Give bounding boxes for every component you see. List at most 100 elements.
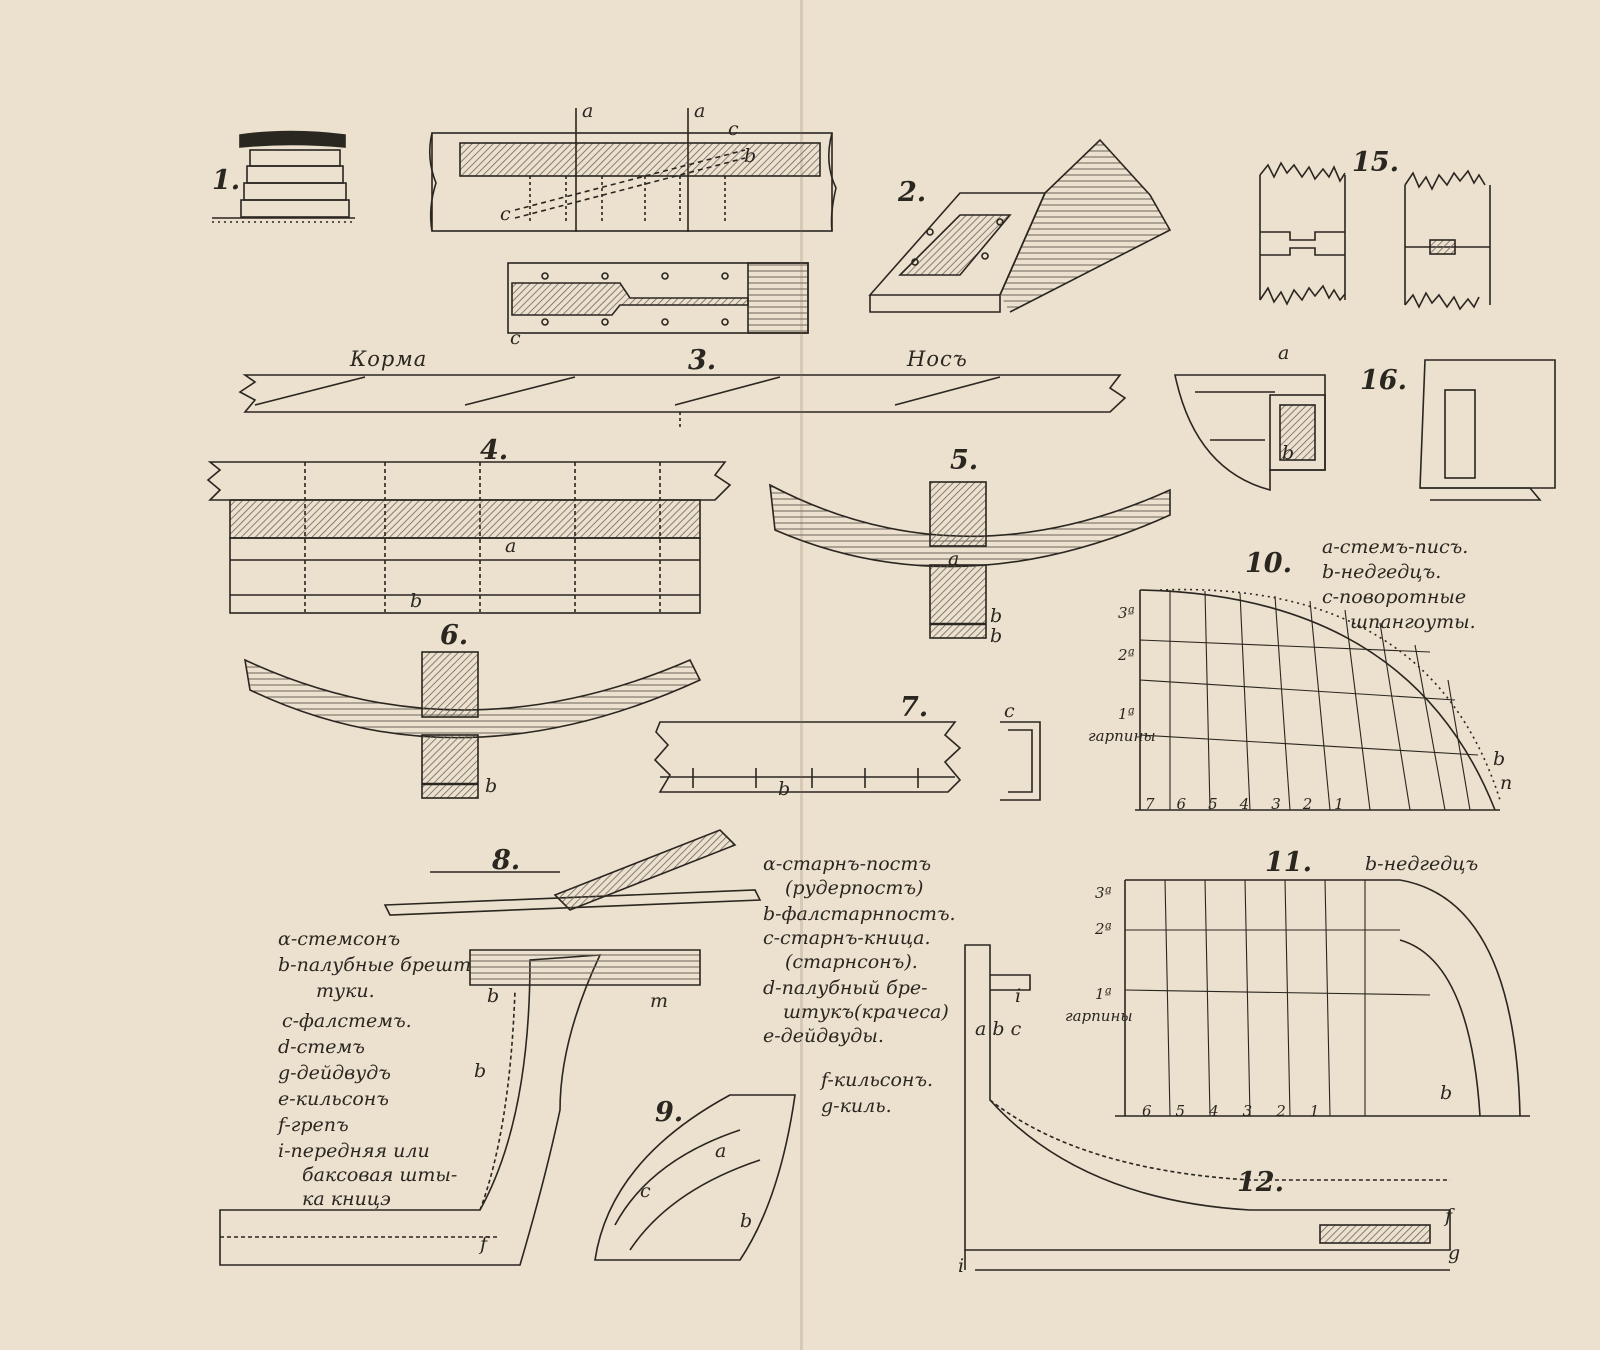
legend-line: с-старнъ-кница. xyxy=(763,927,931,949)
frame-number: 1 xyxy=(1309,1102,1320,1120)
fig11-level-3: 3ª xyxy=(1095,884,1112,902)
label-c: c xyxy=(728,118,739,140)
label-b: b xyxy=(778,778,791,800)
fig5-floor-section xyxy=(769,481,1171,639)
fig7-plank-staples xyxy=(653,721,1041,801)
label-a: a xyxy=(582,100,594,122)
legend-line: с-поворотные xyxy=(1322,586,1467,608)
label-a: a xyxy=(505,535,517,557)
fig11-legend: b-недгедцъ xyxy=(1365,853,1479,875)
fig11-level-garpiny: гарпины xyxy=(1065,1007,1133,1025)
label-b: b xyxy=(744,145,757,167)
page-fold xyxy=(800,0,803,1350)
label-i: i xyxy=(958,1255,965,1277)
label-f: f xyxy=(480,1233,488,1255)
legend-line: i-передняя или xyxy=(278,1140,430,1162)
fig4-keelson-assembly xyxy=(206,461,732,614)
label-b: b xyxy=(1493,748,1506,770)
fig10-level-2: 2ª xyxy=(1118,646,1135,664)
fig4-number: 4. xyxy=(480,435,509,466)
fig10-level-1: 1ª xyxy=(1118,705,1135,723)
fig10-legend: а-стемъ-писъ. b-недгедцъ. с-поворотные ш… xyxy=(1322,538,1476,632)
fig10-frame-fan xyxy=(1135,588,1501,811)
legend-line: α-стемсонъ xyxy=(278,928,401,950)
label-b: b xyxy=(487,985,500,1007)
legend-line: с-фалстемъ. xyxy=(282,1010,412,1032)
legend-line: шпангоуты. xyxy=(1350,611,1476,633)
label-c: c xyxy=(640,1180,651,1202)
legend-line: g-киль. xyxy=(821,1095,892,1117)
frame-number: 1 xyxy=(1334,795,1344,813)
frame-number: 2 xyxy=(1276,1102,1286,1120)
legend-line: е-дейдвуды. xyxy=(763,1025,884,1047)
legend-line: b-фалстарнпостъ. xyxy=(763,903,956,925)
fig9-number: 9. xyxy=(655,1097,684,1128)
legend-line: g-дейдвудъ xyxy=(278,1062,391,1084)
label-g: g xyxy=(1448,1242,1461,1264)
fig15-joint-details xyxy=(1259,161,1491,311)
frame-number: 4 xyxy=(1209,1102,1219,1120)
fig6-number: 6. xyxy=(440,620,469,651)
fig1-block xyxy=(212,130,355,223)
fig3-number: 3. xyxy=(688,345,717,376)
legend-line: штукъ(крачеса) xyxy=(783,1001,949,1023)
label-b: b xyxy=(1282,442,1295,464)
legend-line: f-кильсонъ. xyxy=(821,1069,934,1091)
legend-line: туки. xyxy=(316,980,375,1002)
fig10-level-3: 3ª xyxy=(1118,604,1135,622)
fig7-number: 7. xyxy=(900,692,929,723)
fig11-number: 11. xyxy=(1265,847,1312,878)
fig11-level-2: 2ª xyxy=(1095,920,1112,938)
fig8-legend-right: α-старнъ-постъ (рудерпостъ) b-фалстарнпо… xyxy=(763,855,956,1121)
legend-line: баксовая шты- xyxy=(302,1164,458,1186)
frame-number: 3 xyxy=(1271,795,1281,813)
legend-line: (старнсонъ). xyxy=(785,951,918,973)
fig16-stern-section xyxy=(1174,359,1556,501)
label-b: b xyxy=(485,775,498,797)
fig10-level-garpiny: гарпины xyxy=(1088,727,1156,745)
frame-number: 6 xyxy=(1142,1102,1152,1120)
legend-line: (рудерпостъ) xyxy=(785,877,924,899)
label-b: b xyxy=(410,590,423,612)
label-b: b xyxy=(990,605,1003,627)
label-b: b xyxy=(990,625,1003,647)
label-a: a xyxy=(1278,342,1290,364)
label-n: n xyxy=(1500,772,1513,794)
legend-line: f-грепъ xyxy=(278,1114,349,1136)
fig11-frame-plan xyxy=(1115,879,1530,1117)
legend-line: е-кильсонъ xyxy=(278,1088,389,1110)
frame-number: 5 xyxy=(1208,795,1218,813)
label-b: b xyxy=(1440,1082,1453,1104)
fig2-number: 2. xyxy=(898,177,927,208)
fig3-keel-pieces xyxy=(238,374,1127,430)
label-a: a xyxy=(715,1140,727,1162)
frame-number: 5 xyxy=(1175,1102,1186,1120)
fig8-stem-assembly xyxy=(219,829,762,1266)
legend-line: d-палубный бре- xyxy=(763,977,928,999)
fig9-stern-piece xyxy=(594,1094,796,1261)
frame-number: 2 xyxy=(1302,795,1313,813)
fig10-number: 10. xyxy=(1245,548,1292,579)
label-c: c xyxy=(1004,700,1015,722)
legend-line: ка кницэ xyxy=(302,1188,391,1210)
fig12-stern-assembly xyxy=(964,944,1451,1271)
fig10-frame-numbers: 7 6 5 4 3 2 1 xyxy=(1145,795,1344,813)
label-b: b xyxy=(474,1060,487,1082)
frame-number: 7 xyxy=(1145,795,1155,813)
label-b: b xyxy=(740,1210,753,1232)
fig11-frame-numbers: 6 5 4 3 2 1 xyxy=(1142,1102,1319,1120)
label-i: i xyxy=(1015,985,1022,1007)
label-c: c xyxy=(510,327,521,349)
legend-line: α-старнъ-постъ xyxy=(763,853,931,875)
fig8-legend-left: α-стемсонъ b-палубные брешт туки. с-фалс… xyxy=(278,930,471,1214)
fig11-level-1: 1ª xyxy=(1095,985,1112,1003)
legend-line: b-недгедцъ. xyxy=(1322,561,1442,583)
legend-line: b-палубные брешт xyxy=(278,954,472,976)
label-a: a xyxy=(694,100,706,122)
label-m: m xyxy=(650,990,669,1012)
beam-with-clamps xyxy=(428,108,837,232)
fig2-keel-scarf xyxy=(868,138,1172,313)
fig8-number: 8. xyxy=(492,845,521,876)
